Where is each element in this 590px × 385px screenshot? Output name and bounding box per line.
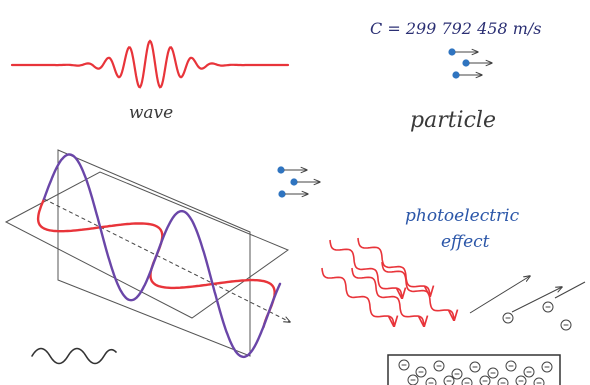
electron-icon	[542, 301, 554, 313]
electron-icon	[560, 319, 572, 331]
photoelectric-label-line1: photoelectric	[405, 206, 520, 226]
photon-wavy-arrow	[329, 239, 402, 298]
ejected-electron	[511, 287, 562, 313]
particle-stream-middle	[277, 166, 320, 197]
particle-icon	[462, 59, 492, 66]
electromagnetic-wave-diagram	[4, 149, 290, 359]
electron-icon	[461, 377, 473, 385]
particle-label: particle	[410, 108, 496, 133]
particle-icon	[290, 178, 320, 185]
electron-icon	[541, 361, 553, 373]
small-wave-squiggle	[31, 347, 117, 365]
electron-icon	[505, 360, 517, 372]
electron-icon	[479, 375, 491, 385]
horizontal-plane	[4, 171, 290, 319]
magnetic-field-wave	[42, 153, 282, 359]
photon-wavy-arrow	[351, 267, 424, 326]
ejected-electron	[554, 281, 586, 331]
metal-plate	[387, 354, 561, 385]
wave-label: wave	[129, 103, 173, 123]
speed-of-light-equation: C = 299 792 458 m/s	[370, 19, 541, 38]
incoming-photons	[321, 237, 454, 326]
photon-wavy-arrow	[381, 261, 454, 320]
particle-icon	[277, 166, 307, 173]
electron-icon	[523, 366, 535, 378]
electron-icon	[515, 375, 527, 385]
electron-icon	[497, 377, 509, 385]
electron-icon	[451, 368, 463, 380]
electron-icon	[443, 375, 455, 385]
electron-icon	[533, 377, 545, 385]
wave-packet-drawing	[10, 39, 290, 89]
ejected-electrons	[469, 276, 586, 331]
photon-wavy-arrow	[321, 267, 394, 326]
particle-icon	[448, 48, 478, 55]
electron-icon	[425, 377, 437, 385]
electron-icon	[487, 367, 499, 379]
electron-icon	[398, 359, 410, 371]
wave-packet-curve	[10, 39, 290, 89]
particle-stream-top	[448, 48, 492, 78]
vertical-plane	[57, 149, 251, 357]
electron-icon	[502, 312, 514, 324]
photon-wavy-arrow	[357, 237, 430, 296]
propagation-axis	[43, 198, 290, 322]
ejected-electron	[469, 276, 530, 324]
electron-icon	[469, 361, 481, 373]
electric-field-wave	[36, 197, 276, 329]
particle-icon	[452, 71, 482, 78]
photoelectric-label-line2: effect	[441, 232, 490, 252]
particle-icon	[278, 190, 308, 197]
electron-icon	[415, 366, 427, 378]
electron-icon	[407, 374, 419, 385]
electron-icon	[433, 360, 445, 372]
